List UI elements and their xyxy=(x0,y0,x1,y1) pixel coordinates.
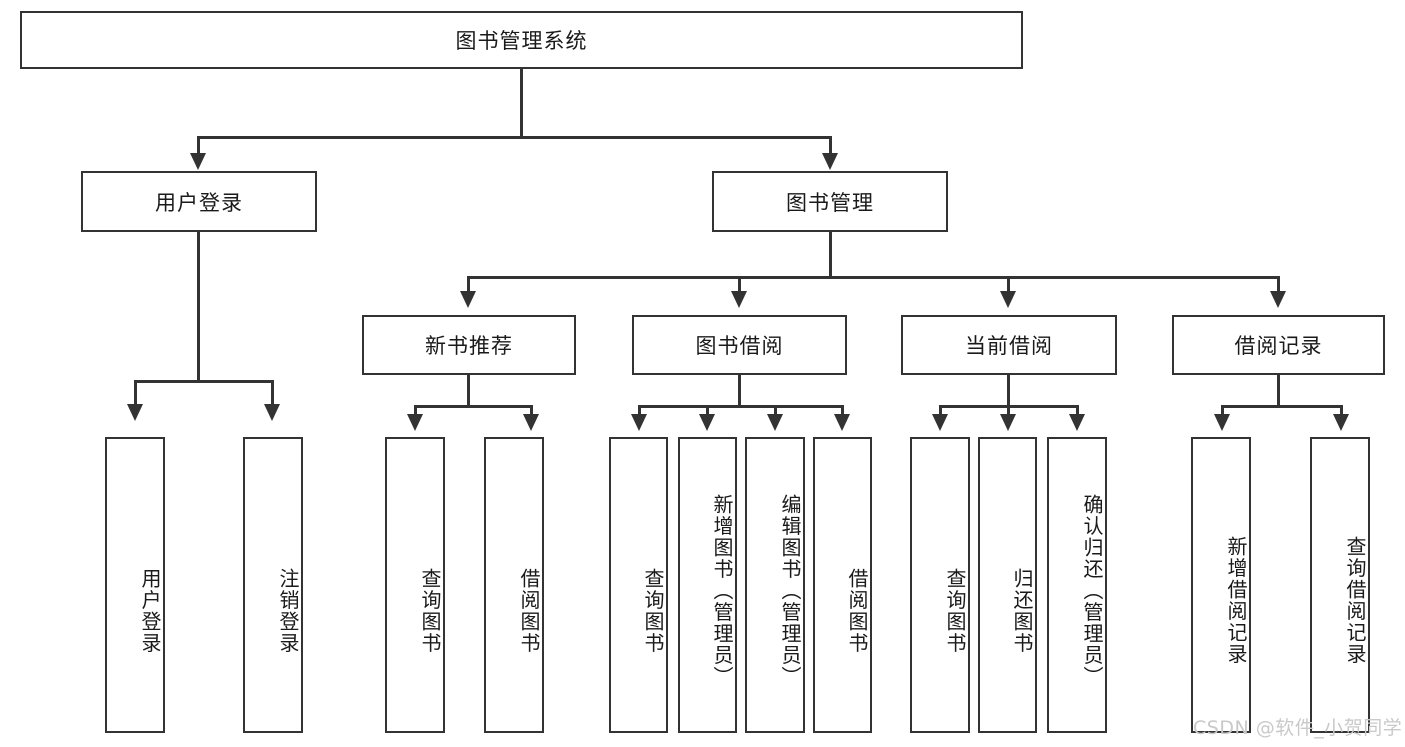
connector-root-bus xyxy=(197,136,832,139)
arrowhead-borrow-record-leaf-1 xyxy=(1214,414,1230,431)
connector-level3-drop-2 xyxy=(738,276,741,292)
arrowhead-book-borrow-leaf-3 xyxy=(767,414,783,431)
arrowhead-user-login-leaf-2 xyxy=(264,404,280,421)
connector-current-borrow-drop-2 xyxy=(1007,405,1010,415)
connector-book-borrow-drop-1 xyxy=(638,405,641,415)
connector-current-borrow-drop-3 xyxy=(1076,405,1079,415)
leaf-book-borrow-edit[interactable]: 编辑图书（管理员） xyxy=(745,437,805,733)
node-borrow-record[interactable]: 借阅记录 xyxy=(1172,315,1385,375)
node-root-system[interactable]: 图书管理系统 xyxy=(20,11,1023,69)
arrowhead-to-borrow-record xyxy=(1270,291,1286,308)
connector-borrow-record-drop-2 xyxy=(1340,405,1343,415)
leaf-user-login-login[interactable]: 用户登录 xyxy=(105,437,165,733)
arrowhead-borrow-record-leaf-2 xyxy=(1333,414,1349,431)
node-current-borrow[interactable]: 当前借阅 xyxy=(901,315,1117,375)
connector-root-right-drop xyxy=(829,136,832,156)
arrowhead-current-borrow-leaf-3 xyxy=(1069,414,1085,431)
connector-root-stem xyxy=(520,69,523,136)
leaf-borrow-record-add[interactable]: 新增借阅记录 xyxy=(1191,437,1251,733)
leaf-new-book-query[interactable]: 查询图书 xyxy=(385,437,445,733)
arrowhead-user-login-leaf-1 xyxy=(127,404,143,421)
connector-borrow-record-drop-1 xyxy=(1221,405,1224,415)
leaf-user-login-logout[interactable]: 注销登录 xyxy=(243,437,303,733)
connector-user-login-stem xyxy=(197,232,200,380)
connector-user-login-drop-2 xyxy=(271,380,274,405)
connector-new-book-drop-1 xyxy=(414,405,417,415)
node-new-book-recommend[interactable]: 新书推荐 xyxy=(362,315,576,375)
arrowhead-new-book-leaf-1 xyxy=(407,414,423,431)
node-book-manage[interactable]: 图书管理 xyxy=(712,171,948,232)
connector-level3-drop-1 xyxy=(467,276,470,292)
node-user-login[interactable]: 用户登录 xyxy=(81,171,317,232)
connector-book-borrow-bus xyxy=(638,405,843,408)
connector-level3-drop-3 xyxy=(1007,276,1010,292)
node-book-borrow[interactable]: 图书借阅 xyxy=(632,315,847,375)
connector-new-book-drop-2 xyxy=(530,405,533,415)
connector-borrow-record-stem xyxy=(1277,375,1280,405)
leaf-book-borrow-add[interactable]: 新增图书（管理员） xyxy=(678,437,737,733)
arrowhead-new-book-leaf-2 xyxy=(523,414,539,431)
connector-current-borrow-drop-1 xyxy=(939,405,942,415)
connector-book-borrow-drop-2 xyxy=(706,405,709,415)
arrowhead-current-borrow-leaf-2 xyxy=(1000,414,1016,431)
arrowhead-to-user-login xyxy=(190,153,206,170)
arrowhead-to-current-borrow xyxy=(1000,291,1016,308)
arrowhead-book-borrow-leaf-2 xyxy=(699,414,715,431)
connector-user-login-bus xyxy=(134,380,273,383)
watermark-csdn: CSDN @软件_小贺同学 xyxy=(1193,717,1403,739)
connector-new-book-stem xyxy=(467,375,470,405)
connector-root-left-drop xyxy=(197,136,200,156)
arrowhead-to-book-manage xyxy=(822,153,838,170)
leaf-new-book-borrow[interactable]: 借阅图书 xyxy=(484,437,544,733)
leaf-current-borrow-confirm[interactable]: 确认归还（管理员） xyxy=(1047,437,1107,733)
leaf-current-borrow-query[interactable]: 查询图书 xyxy=(910,437,970,733)
connector-user-login-drop-1 xyxy=(134,380,137,405)
connector-level3-bus xyxy=(467,276,1279,279)
connector-book-borrow-drop-3 xyxy=(774,405,777,415)
arrowhead-book-borrow-leaf-4 xyxy=(834,414,850,431)
leaf-borrow-record-query[interactable]: 查询借阅记录 xyxy=(1310,437,1370,733)
leaf-current-borrow-return[interactable]: 归还图书 xyxy=(978,437,1037,733)
connector-borrow-record-bus xyxy=(1221,405,1342,408)
leaf-book-borrow-query[interactable]: 查询图书 xyxy=(609,437,668,733)
connector-book-borrow-stem xyxy=(738,375,741,405)
arrowhead-to-new-book xyxy=(460,291,476,308)
connector-current-borrow-stem xyxy=(1007,375,1010,405)
connector-level3-drop-4 xyxy=(1277,276,1280,292)
connector-new-book-bus xyxy=(414,405,532,408)
leaf-book-borrow-lend[interactable]: 借阅图书 xyxy=(813,437,872,733)
arrowhead-current-borrow-leaf-1 xyxy=(932,414,948,431)
arrowhead-to-book-borrow xyxy=(731,291,747,308)
connector-book-manage-stem xyxy=(829,232,832,276)
arrowhead-book-borrow-leaf-1 xyxy=(631,414,647,431)
connector-book-borrow-drop-4 xyxy=(841,405,844,415)
